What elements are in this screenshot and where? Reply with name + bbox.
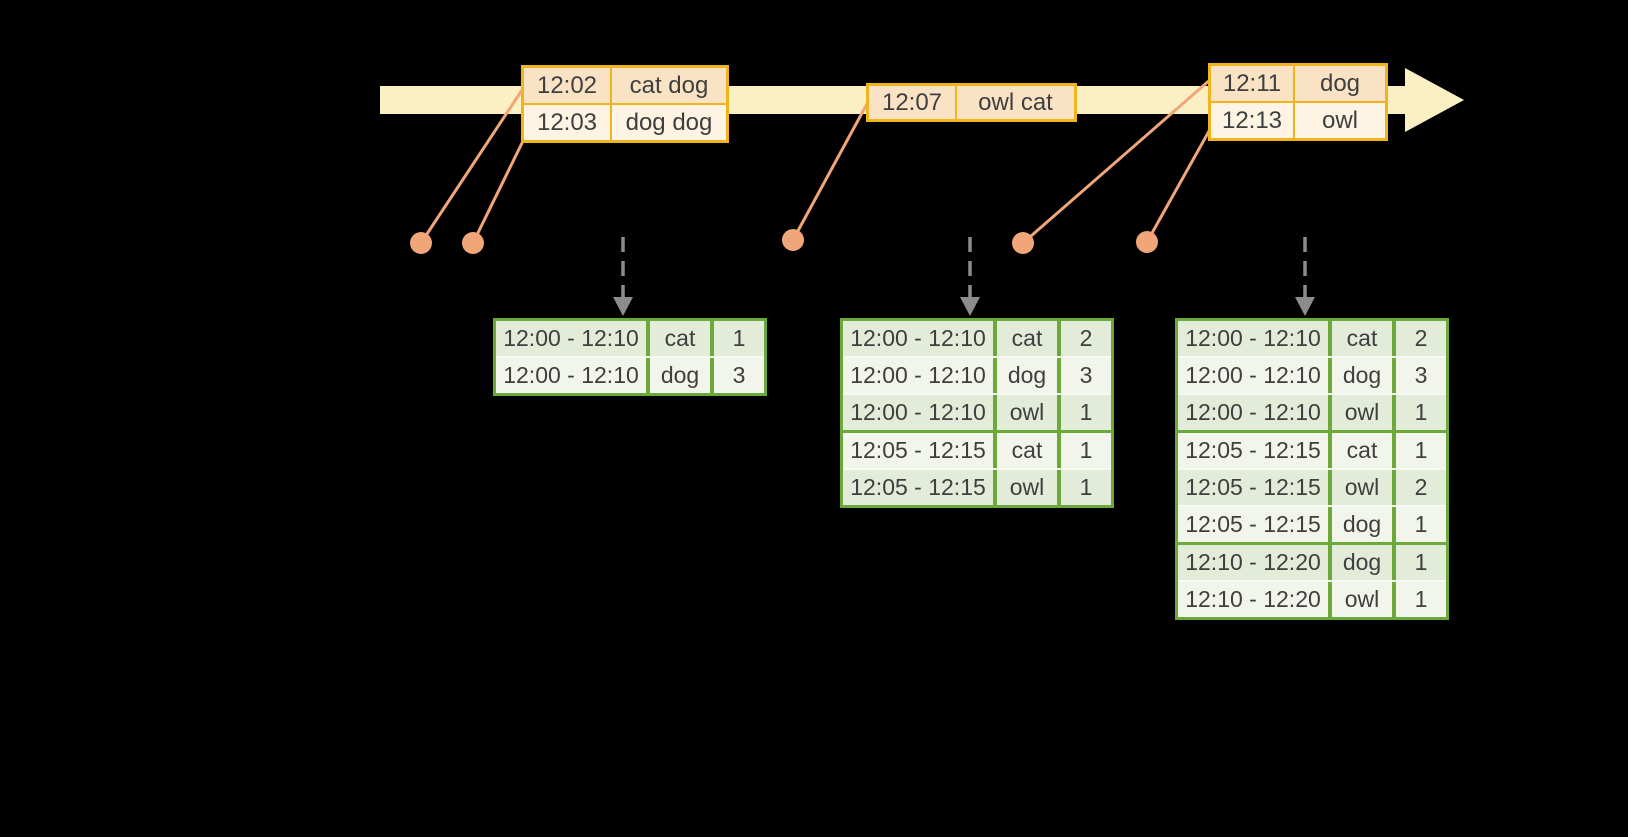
- event-time-cell: 12:11: [1211, 66, 1293, 101]
- word-cell: cat: [1330, 321, 1392, 356]
- event-time-cell: 12:03: [524, 105, 610, 140]
- count-cell: 1: [1394, 545, 1446, 580]
- window-cell: 12:00 - 12:10: [1178, 395, 1328, 430]
- window-cell: 12:00 - 12:10: [1178, 358, 1328, 393]
- window-cell: 12:05 - 12:15: [1178, 507, 1328, 542]
- window-cell: 12:05 - 12:15: [1178, 433, 1328, 468]
- event-connector-line: [1145, 123, 1215, 243]
- word-cell: cat: [995, 321, 1057, 356]
- window-cell: 12:10 - 12:20: [1178, 545, 1328, 580]
- word-cell: dog: [1330, 545, 1392, 580]
- timeline-arrowhead-icon: [1405, 68, 1464, 132]
- event-connector-line: [471, 138, 526, 244]
- count-cell: 1: [1059, 470, 1111, 505]
- count-cell: 1: [1059, 433, 1111, 468]
- word-cell: dog: [648, 358, 710, 393]
- window-cell: 12:00 - 12:10: [843, 358, 993, 393]
- word-cell: dog: [1330, 507, 1392, 542]
- word-cell: owl: [1330, 582, 1392, 617]
- count-cell: 1: [1394, 395, 1446, 430]
- count-cell: 1: [1394, 582, 1446, 617]
- count-cell: 3: [712, 358, 764, 393]
- trigger-arrowhead-icon: [960, 297, 980, 316]
- word-cell: dog: [1330, 358, 1392, 393]
- window-cell: 12:00 - 12:10: [496, 358, 646, 393]
- event-time-cell: 12:13: [1211, 103, 1293, 138]
- word-cell: cat: [995, 433, 1057, 468]
- window-cell: 12:00 - 12:10: [843, 321, 993, 356]
- window-cell: 12:00 - 12:10: [843, 395, 993, 430]
- count-cell: 2: [1059, 321, 1111, 356]
- window-cell: 12:05 - 12:15: [843, 470, 993, 505]
- event-words-cell: dog: [1295, 66, 1385, 101]
- count-cell: 1: [1059, 395, 1111, 430]
- word-cell: dog: [995, 358, 1057, 393]
- event-dot: [410, 232, 432, 254]
- event-dot: [782, 229, 804, 251]
- count-cell: 2: [1394, 470, 1446, 505]
- trigger-arrowhead-icon: [613, 297, 633, 316]
- event-words-cell: dog dog: [612, 105, 726, 140]
- event-dot: [462, 232, 484, 254]
- event-words-cell: cat dog: [612, 68, 726, 103]
- window-cell: 12:10 - 12:20: [1178, 582, 1328, 617]
- word-cell: owl: [1330, 470, 1392, 505]
- count-cell: 3: [1394, 358, 1446, 393]
- event-dot: [1136, 231, 1158, 253]
- window-cell: 12:05 - 12:15: [1178, 470, 1328, 505]
- event-words-cell: owl cat: [957, 86, 1074, 119]
- count-cell: 3: [1059, 358, 1111, 393]
- count-cell: 1: [712, 321, 764, 356]
- count-cell: 1: [1394, 507, 1446, 542]
- event-connector-line: [1022, 77, 1212, 245]
- event-time-cell: 12:02: [524, 68, 610, 103]
- word-cell: owl: [995, 470, 1057, 505]
- window-cell: 12:00 - 12:10: [496, 321, 646, 356]
- trigger-arrowhead-icon: [1295, 297, 1315, 316]
- event-connector-line: [419, 89, 524, 244]
- word-cell: owl: [995, 395, 1057, 430]
- event-words-cell: owl: [1295, 103, 1385, 138]
- word-cell: cat: [648, 321, 710, 356]
- word-cell: owl: [1330, 395, 1392, 430]
- window-cell: 12:05 - 12:15: [843, 433, 993, 468]
- event-dot: [1012, 232, 1034, 254]
- event-time-cell: 12:07: [869, 86, 955, 119]
- window-cell: 12:00 - 12:10: [1178, 321, 1328, 356]
- count-cell: 2: [1394, 321, 1446, 356]
- event-connector-line: [791, 101, 870, 241]
- word-cell: cat: [1330, 433, 1392, 468]
- count-cell: 1: [1394, 433, 1446, 468]
